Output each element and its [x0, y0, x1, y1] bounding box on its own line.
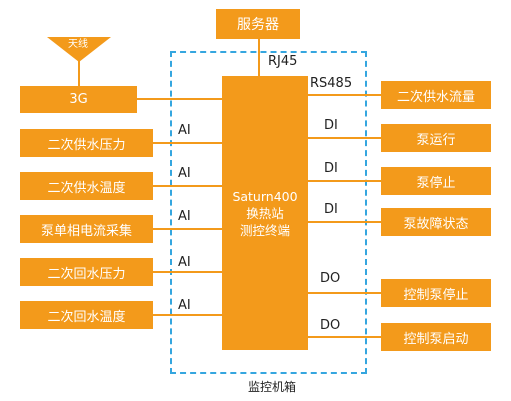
left-signal-4: AI: [178, 255, 191, 270]
rj45-label: RJ45: [268, 54, 298, 69]
right-signal-4: DI: [324, 202, 338, 217]
terminal-model: Saturn400: [232, 188, 298, 204]
right-link-4: [308, 221, 381, 223]
gsm-box: 3G: [20, 86, 137, 113]
left-link-3: [153, 228, 222, 230]
antenna-label: 天线: [68, 39, 88, 50]
right-link-2: [308, 137, 381, 139]
right-signal-3: DI: [324, 161, 338, 176]
terminal-line-2: 换热站: [246, 205, 284, 221]
left-link-4: [153, 271, 222, 273]
right-box-1: 二次供水流量: [381, 81, 491, 109]
left-link-1: [153, 142, 222, 144]
right-link-1: [308, 94, 381, 96]
antenna-icon: [47, 37, 111, 62]
antenna-mast: [78, 60, 80, 87]
right-box-6: 控制泵启动: [381, 323, 491, 351]
left-signal-3: AI: [178, 209, 191, 224]
right-link-5: [308, 292, 381, 294]
left-box-5: 二次回水温度: [20, 301, 153, 329]
left-box-3: 泵单相电流采集: [20, 215, 153, 243]
left-signal-1: AI: [178, 123, 191, 138]
left-link-5: [153, 314, 222, 316]
server-box: 服务器: [216, 9, 300, 39]
left-link-2: [153, 185, 222, 187]
right-box-5: 控制泵停止: [381, 279, 491, 307]
left-signal-5: AI: [178, 298, 191, 313]
right-signal-2: DI: [324, 118, 338, 133]
right-signal-1: RS485: [310, 76, 353, 91]
right-signal-5: DO: [320, 271, 341, 286]
left-box-1: 二次供水压力: [20, 129, 153, 157]
right-box-2: 泵运行: [381, 124, 491, 152]
right-link-3: [308, 180, 381, 182]
left-box-4: 二次回水压力: [20, 258, 153, 286]
left-box-2: 二次供水温度: [20, 172, 153, 200]
monitoring-cabinet: [170, 51, 367, 374]
gsm-link: [137, 98, 222, 100]
server-link: [258, 39, 260, 76]
left-signal-2: AI: [178, 166, 191, 181]
right-box-4: 泵故障状态: [381, 208, 491, 236]
terminal-line-3: 测控终端: [239, 222, 290, 238]
right-signal-6: DO: [320, 318, 341, 333]
cabinet-label: 监控机箱: [248, 380, 297, 394]
right-box-3: 泵停止: [381, 167, 491, 195]
right-link-6: [308, 336, 381, 338]
control-terminal: Saturn400 换热站 测控终端: [222, 76, 308, 350]
